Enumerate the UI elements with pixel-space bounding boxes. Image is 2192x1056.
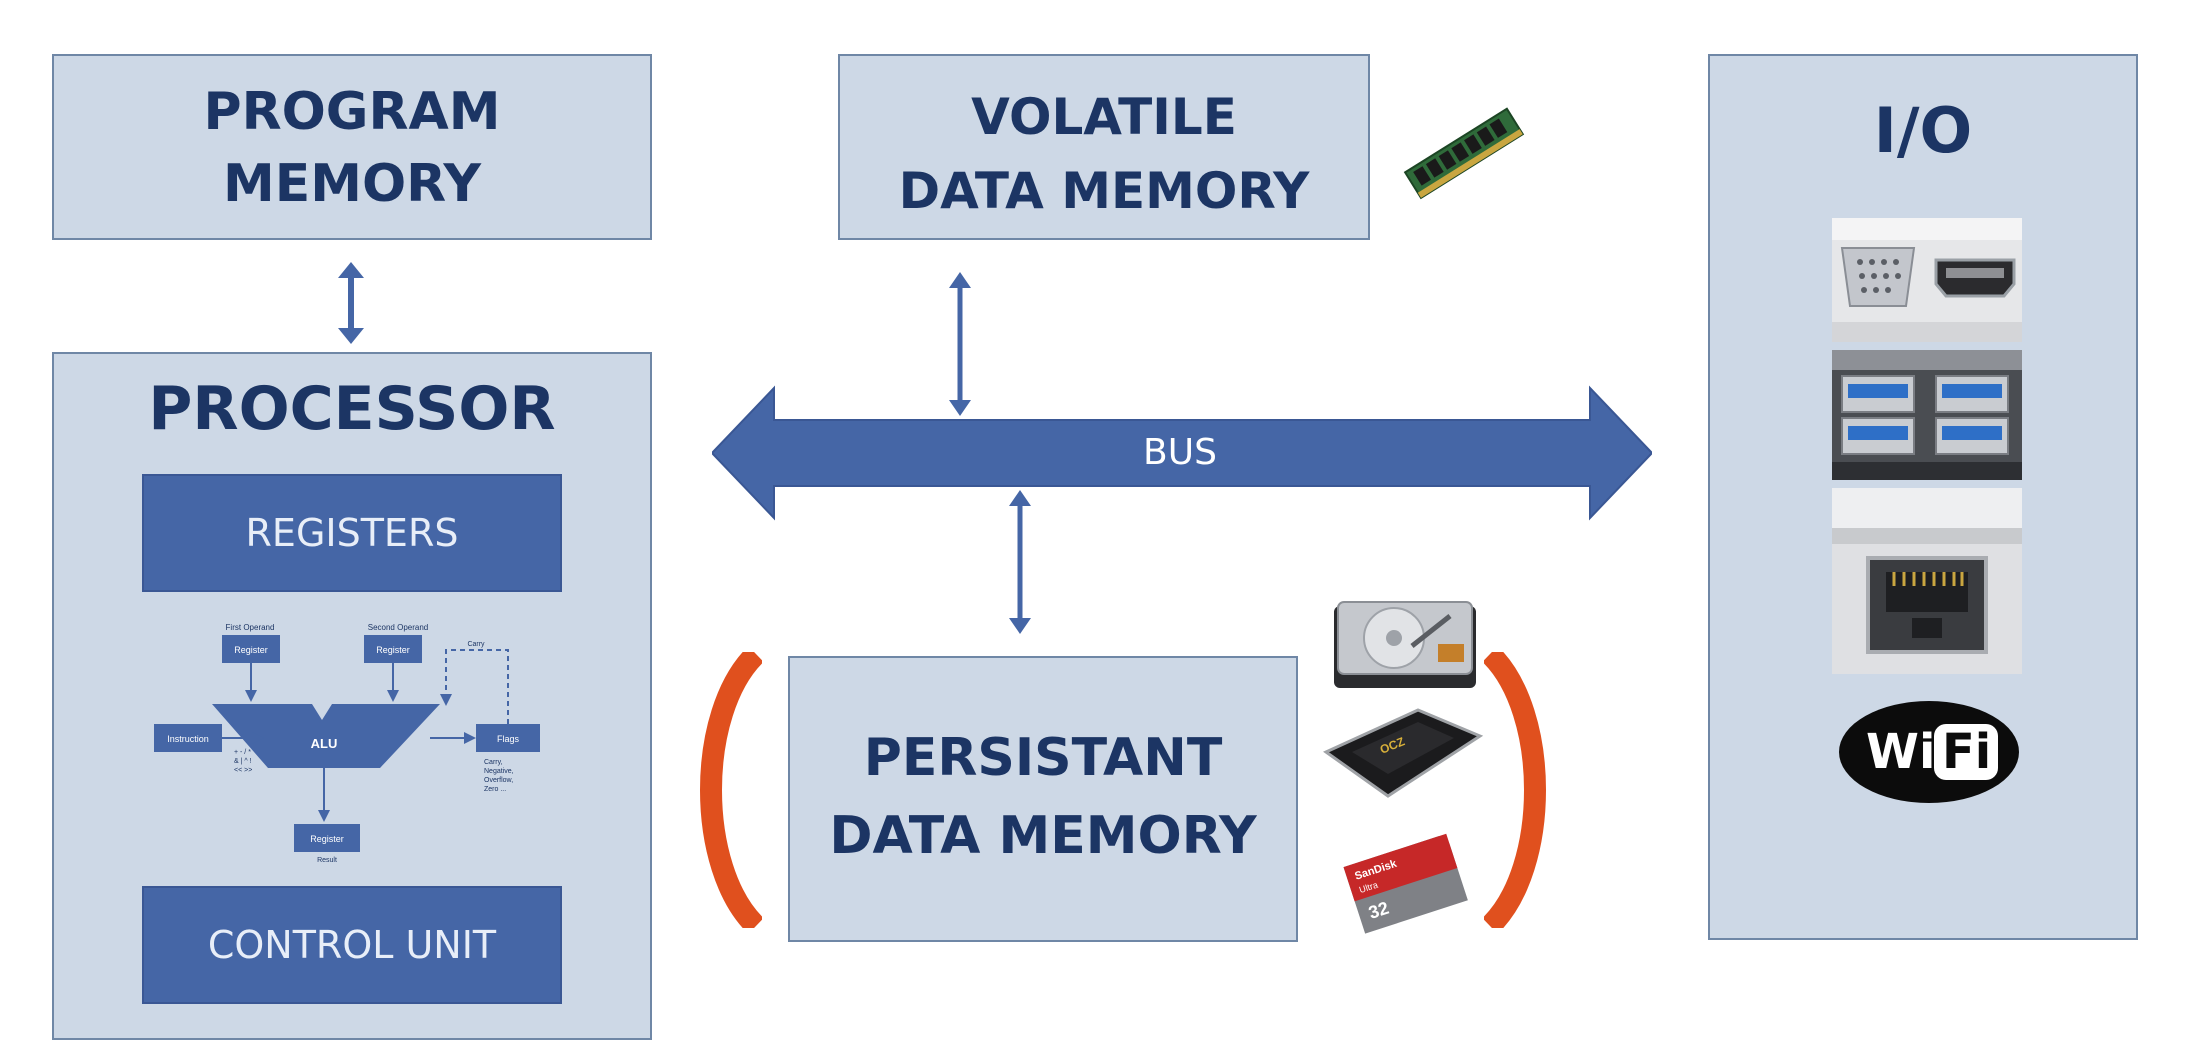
io-title: I/O <box>1873 94 1973 167</box>
result-register-label: Register <box>310 834 344 844</box>
alu-label: ALU <box>311 736 338 751</box>
flags-line2: Negative, <box>484 768 514 775</box>
usb-ports-image <box>1832 350 2022 480</box>
bus-arrow <box>712 385 1652 521</box>
program-memory-title-line1: PROGRAM <box>203 82 501 142</box>
result-caption: Result <box>317 857 337 864</box>
first-operand-caption: First Operand <box>226 623 275 632</box>
ram-module-image <box>1403 107 1525 200</box>
persistent-memory-box: PERSISTANT DATA MEMORY <box>788 656 1298 942</box>
flags-line4: Zero ... <box>484 786 506 793</box>
bus-label: BUS <box>1143 432 1217 473</box>
program-processor-arrow <box>338 262 364 344</box>
hard-disk-image <box>1334 601 1476 688</box>
program-memory-box: PROGRAM MEMORY <box>52 54 652 240</box>
flags-line1: Carry, <box>484 759 503 766</box>
ops-line1: + - / * <box>234 749 251 756</box>
second-operand-caption: Second Operand <box>368 623 429 632</box>
second-operand-register-label: Register <box>376 645 410 655</box>
processor-title: PROCESSOR <box>148 374 556 444</box>
ssd-image: OCZ <box>1323 708 1484 798</box>
volatile-memory-box: VOLATILE DATA MEMORY <box>838 54 1370 240</box>
instruction-label: Instruction <box>167 734 209 744</box>
vga-hdmi-ports-image <box>1832 218 2022 342</box>
ethernet-port-image <box>1832 488 2022 674</box>
alu-diagram: First Operand Second Operand Register Re… <box>154 623 540 864</box>
volatile-memory-title-line2: DATA MEMORY <box>898 162 1310 220</box>
ops-line3: << >> <box>234 767 252 774</box>
wifi-logo: Wi Fi <box>1838 700 2020 804</box>
volatile-memory-title-line1: VOLATILE <box>971 88 1237 146</box>
program-memory-title-line2: MEMORY <box>222 154 482 214</box>
left-bracket <box>700 652 762 928</box>
persistent-memory-title-line2: DATA MEMORY <box>829 806 1257 866</box>
alu-shape <box>212 704 440 768</box>
volatile-bus-arrow <box>949 272 971 416</box>
result-register <box>294 824 360 852</box>
wifi-logo-wi: Wi <box>1866 724 1936 780</box>
right-bracket <box>1484 652 1546 928</box>
bus-persistent-arrow <box>1009 490 1031 634</box>
ops-line2: & | ^ ! <box>234 758 252 765</box>
second-operand-register <box>364 635 422 663</box>
flags-box <box>476 724 540 752</box>
first-operand-register <box>222 635 280 663</box>
wifi-logo-fi: Fi <box>1942 724 1992 780</box>
control-unit-block: CONTROL UNIT <box>142 886 562 1004</box>
registers-block: REGISTERS <box>142 474 562 592</box>
persistent-memory-title-line1: PERSISTANT <box>863 728 1223 788</box>
instruction-box <box>154 724 222 752</box>
flags-label: Flags <box>497 734 520 744</box>
microsd-card-image: SanDisk Ultra 32 <box>1343 833 1468 934</box>
flags-line3: Overflow, <box>484 777 513 784</box>
carry-caption: Carry <box>467 641 485 648</box>
first-operand-register-label: Register <box>234 645 268 655</box>
